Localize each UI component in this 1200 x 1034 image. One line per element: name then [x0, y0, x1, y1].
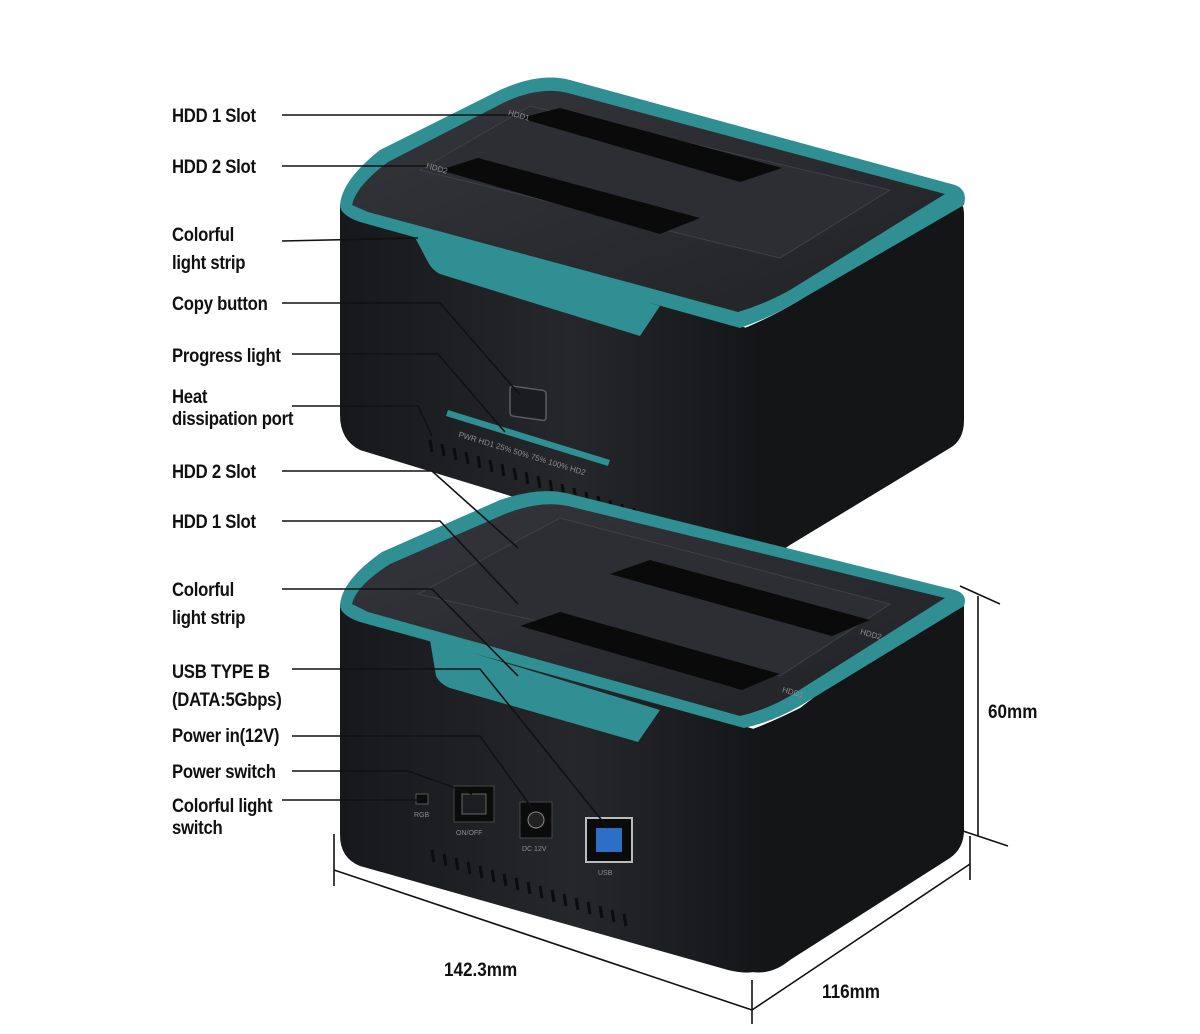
bottom-dock-slot-1 [520, 612, 780, 690]
top-dock-side-face [740, 201, 964, 560]
leader-bottom-hdd1 [282, 520, 519, 605]
leader-top-copy-button [282, 302, 521, 396]
leader-power-switch [292, 770, 473, 795]
top-dock [340, 77, 965, 564]
dim-width-line [333, 869, 753, 1011]
label-power-switch: Power switch [172, 762, 276, 783]
label-top-light-strip: Colorful light strip [172, 225, 246, 274]
leader-usb [292, 668, 609, 829]
label-top-hdd2-slot: HDD 2 Slot [172, 157, 256, 178]
bottom-dock-light-strip [430, 640, 660, 742]
bottom-dock-vents [430, 849, 628, 927]
dimension-lines [333, 585, 1009, 1024]
bottom-dock-slot-2 [610, 560, 870, 636]
label-bottom-light-strip: Colorful light strip [172, 580, 246, 629]
label-top-hdd1-slot: HDD 1 Slot [172, 106, 256, 127]
mark-usb: USB [598, 870, 613, 877]
leader-top-progress-light [292, 353, 506, 433]
leader-power-in [292, 735, 533, 809]
label-bottom-hdd1-slot: HDD 1 Slot [172, 512, 256, 533]
leader-top-light-strip [281, 237, 419, 242]
mark-onoff: ON/OFF [456, 830, 483, 837]
top-dock-slot-2 [440, 158, 700, 234]
label-power-in: Power in(12V) [172, 726, 280, 747]
leader-bottom-light-strip [282, 588, 519, 677]
leader-top-heat [292, 405, 433, 437]
usb-port-insert [596, 828, 622, 852]
power-switch-rocker [461, 793, 487, 815]
dim-height-tick-bottom [959, 829, 1009, 847]
dimension-height: 60mm [988, 702, 1038, 723]
label-progress-light: Progress light [172, 346, 281, 367]
top-dock-light-strip [410, 228, 660, 336]
label-usb-type-b: USB TYPE B (DATA:5Gbps) [172, 662, 282, 711]
bottom-dock [340, 491, 965, 973]
dc-jack-hole [527, 811, 545, 829]
mark-rgb: RGB [414, 812, 430, 819]
label-heat-dissipation-port: Heat dissipation port [172, 387, 294, 430]
dim-height-tick-top [959, 585, 1001, 605]
leader-bottom-hdd2 [282, 470, 519, 549]
top-dock-front-face [340, 205, 760, 564]
top-dock-slot-1 [520, 108, 782, 182]
leader-lines [281, 114, 609, 829]
label-colorful-light-switch: Colorful light switch [172, 796, 273, 839]
label-copy-button: Copy button [172, 294, 268, 315]
light-switch [415, 793, 429, 805]
dimension-depth: 116mm [822, 982, 881, 1003]
top-dock-progress-strip [446, 410, 610, 466]
mark-dc: DC 12V [522, 846, 547, 853]
dimension-width: 142.3mm [444, 960, 518, 981]
dim-depth-line [751, 863, 971, 1011]
bottom-dock-front-face [340, 605, 764, 973]
label-bottom-hdd2-slot: HDD 2 Slot [172, 462, 256, 483]
top-dock-copy-button [509, 385, 547, 422]
bottom-dock-side-face [750, 591, 964, 973]
